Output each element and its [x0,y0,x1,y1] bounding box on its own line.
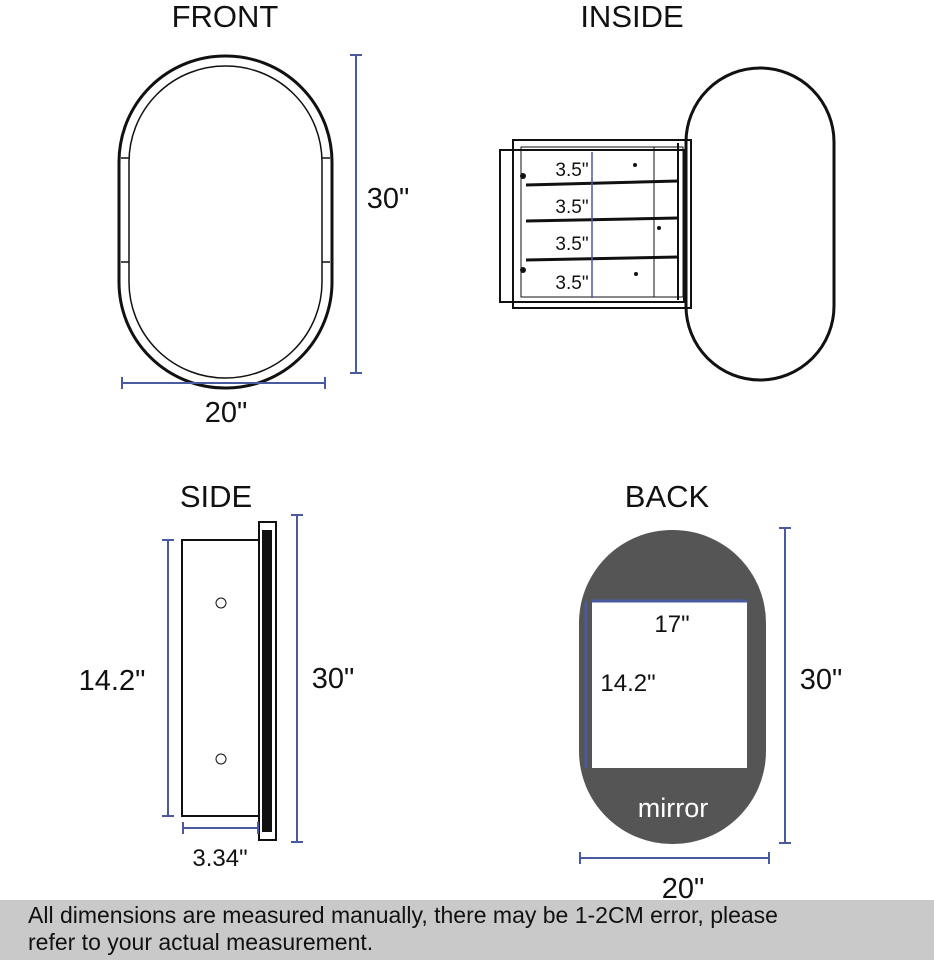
front-height-dimension-line [350,54,362,374]
side-screw-hole [215,597,227,609]
side-title: SIDE [180,479,252,514]
front-width-label: 20" [205,397,248,429]
back-view: BACK 17" 14.2" mirror 30" 20" [579,479,842,905]
shelf [525,255,679,262]
inside-title: INSIDE [580,0,683,34]
inside-view: INSIDE 3.5" 3.5" 3.5" 3.5" [499,0,836,382]
inside-shelves [525,179,679,262]
side-total-height-dimension-line [291,514,303,843]
front-view: FRONT 30" 20" [117,0,410,429]
front-title: FRONT [172,0,279,34]
side-box [181,539,260,817]
shelf-gap-label: 3.5" [555,160,588,181]
side-depth-label: 3.34" [192,845,247,872]
back-width-dimension-line [579,852,770,864]
inside-cabinet-back [499,149,685,303]
inside-shelf-pins [520,163,661,276]
inside-cabinet-cavity [520,146,684,298]
back-box-height-label: 14.2" [600,670,655,697]
back-recessed-box [592,601,747,768]
side-door-panel [262,530,272,832]
side-door-frame [258,521,277,841]
front-width-dimension-line [121,377,326,389]
side-depth-dimension-line [182,822,259,834]
shelf-gap-label: 3.5" [555,197,588,218]
disclaimer-line-1: All dimensions are measured manually, th… [28,902,778,928]
inside-cabinet-frame [512,139,692,309]
back-total-height-label: 30" [800,664,843,696]
back-mirror-label: mirror [638,793,708,823]
shelf [525,216,679,223]
side-total-height-label: 30" [312,663,355,695]
shelf-gap-label: 3.5" [555,273,588,294]
disclaimer-banner: All dimensions are measured manually, th… [0,900,934,960]
back-title: BACK [625,479,710,514]
shelf [525,179,679,187]
front-height-label: 30" [367,183,410,215]
shelf-gap-label: 3.5" [555,234,588,255]
front-oval-inner [128,65,323,379]
side-box-height-label: 14.2" [79,665,146,697]
inside-open-door [684,66,836,382]
back-total-height-dimension-line [779,527,791,844]
back-width-label: 20" [662,873,705,905]
side-view: SIDE 14.2" 30" 3.34" [79,479,355,872]
back-box-width-label: 17" [654,611,689,638]
side-box-height-dimension-line [162,539,174,817]
back-box-dimension-lines [584,599,747,768]
disclaimer-line-2: refer to your actual measurement. [28,929,374,955]
side-screw-hole [215,753,227,765]
front-oval-outer [117,54,334,390]
